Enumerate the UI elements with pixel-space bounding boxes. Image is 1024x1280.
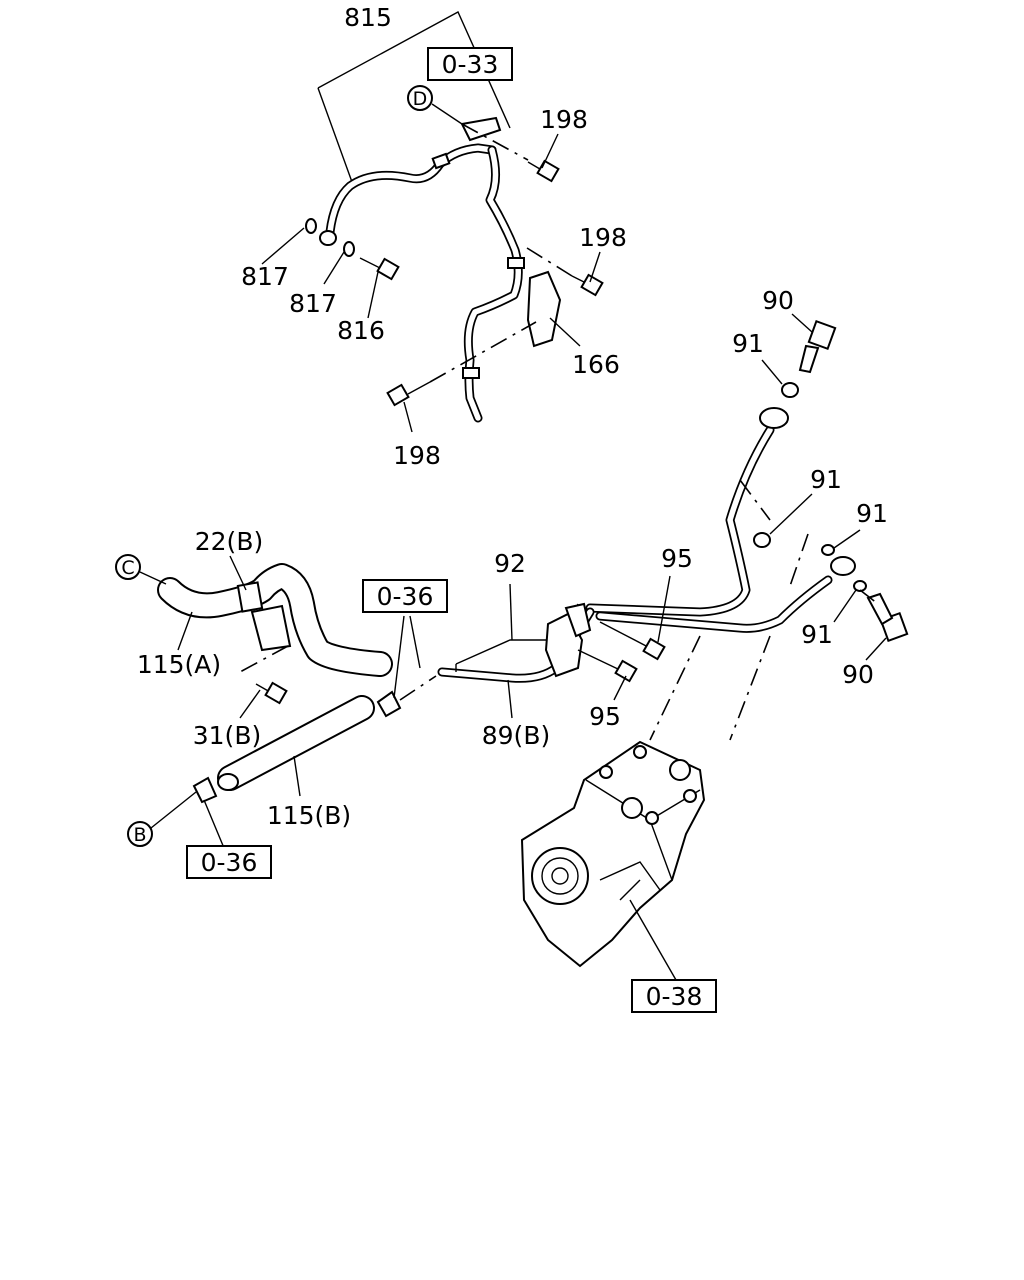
hose-115b-end (217, 773, 239, 791)
label-95-lower: 95 (589, 702, 621, 731)
washer-91-c (821, 544, 835, 556)
label-198-top: 198 (540, 105, 588, 134)
ref-box-0-33[interactable]: 0-33 (427, 47, 513, 81)
connector-d: D (407, 85, 433, 111)
bolt-816 (359, 257, 400, 281)
banjo-fitting-right (830, 556, 856, 576)
label-90-top: 90 (762, 286, 794, 315)
label-115a: 115(A) (137, 650, 221, 679)
bracket-92-assembly (437, 575, 671, 719)
washer-817-a (305, 218, 317, 234)
connector-d-label: D (413, 88, 428, 110)
ref-0-38-label: 0-38 (646, 982, 703, 1011)
bolt-95-lower (577, 649, 638, 683)
label-92: 92 (494, 549, 526, 578)
label-91-c: 91 (856, 499, 888, 528)
banjo-fitting-top (759, 407, 789, 429)
ref-0-36a-label: 0-36 (377, 582, 434, 611)
bolt-31b (255, 681, 288, 705)
hose-assembly-left (139, 555, 437, 849)
washer-91-b (753, 532, 771, 548)
bolt-198-middle (571, 273, 604, 297)
ref-0-33-label: 0-33 (442, 50, 499, 79)
connector-c: C (115, 554, 141, 580)
tube-assembly-right (585, 313, 909, 741)
ref-box-0-36-bottom[interactable]: 0-36 (186, 845, 272, 879)
ref-box-0-36-middle[interactable]: 0-36 (362, 579, 448, 613)
washer-91-d (853, 580, 867, 592)
label-91-a: 91 (732, 329, 764, 358)
label-198-middle: 198 (579, 223, 627, 252)
label-90-bottom: 90 (842, 660, 874, 689)
bolt-198-bottom (386, 381, 431, 407)
label-91-b: 91 (810, 465, 842, 494)
label-815: 815 (344, 3, 392, 32)
tube-assembly-815 (261, 11, 604, 433)
connector-c-label: C (121, 557, 134, 579)
bolt-90-top (798, 319, 837, 374)
label-89b: 89(B) (482, 721, 550, 750)
washer-817-b (343, 241, 355, 257)
label-816: 816 (337, 316, 385, 345)
ref-box-0-38[interactable]: 0-38 (631, 979, 717, 1013)
clamp-22b (236, 581, 264, 613)
bolt-95-upper (599, 621, 666, 661)
label-31b: 31(B) (193, 721, 261, 750)
ref-0-36b-label: 0-36 (201, 848, 258, 877)
label-91-d: 91 (801, 620, 833, 649)
washer-91-a (781, 382, 799, 398)
connector-b-label: B (133, 824, 146, 846)
compressor (520, 740, 706, 981)
label-198-bottom: 198 (393, 441, 441, 470)
label-166: 166 (572, 350, 620, 379)
label-817-a: 817 (241, 262, 289, 291)
label-115b: 115(B) (267, 801, 351, 830)
label-95-upper: 95 (661, 544, 693, 573)
bolt-90-bottom (866, 592, 909, 643)
label-817-b: 817 (289, 289, 337, 318)
label-22b: 22(B) (195, 527, 263, 556)
connector-b: B (127, 821, 153, 847)
